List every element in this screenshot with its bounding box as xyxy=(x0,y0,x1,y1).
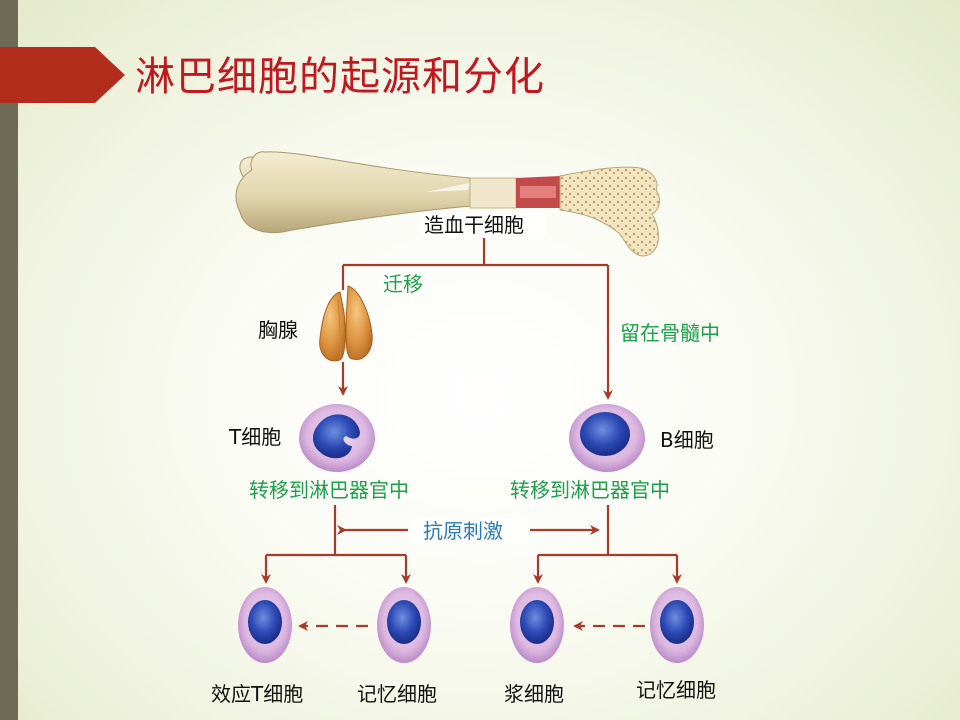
slide-sidebar-bar xyxy=(0,0,18,720)
stem-cell-label: 造血干细胞 xyxy=(424,213,524,237)
slide-title: 淋巴细胞的起源和分化 xyxy=(135,54,545,100)
t-cell-label: T细胞 xyxy=(229,427,281,447)
plasma-label: 浆细胞 xyxy=(504,682,564,706)
t-cell-suffix: 细胞 xyxy=(241,425,282,449)
stem-cell-label-bg xyxy=(420,212,546,238)
antigen-label: 抗原刺激 xyxy=(423,519,503,543)
memory-right-label: 记忆细胞 xyxy=(636,678,716,702)
t-cell-letter: T xyxy=(229,425,242,449)
b-cell-image xyxy=(569,404,645,472)
effector-t-cell-image xyxy=(238,587,292,663)
effector-suffix: 细胞 xyxy=(263,682,304,706)
b-cell-suffix: 细胞 xyxy=(673,428,714,452)
migrate-label: 迁移 xyxy=(383,272,423,296)
memory-left-label: 记忆细胞 xyxy=(357,682,437,706)
b-cell-label: B细胞 xyxy=(660,430,714,450)
memory-t-cell-image xyxy=(377,587,431,663)
antigen-label-bg xyxy=(412,518,526,544)
memory-b-cell-image xyxy=(650,587,704,663)
plasma-cell-image xyxy=(510,587,564,663)
thymus-illustration xyxy=(319,285,373,362)
bone-illustration xyxy=(235,151,660,257)
thymus-label: 胸腺 xyxy=(258,318,298,342)
transfer-left-label: 转移到淋巴器官中 xyxy=(249,478,409,502)
effector-prefix: 效应 xyxy=(211,682,251,706)
transfer-right-label: 转移到淋巴器官中 xyxy=(510,478,670,502)
b-cell-letter: B xyxy=(660,428,674,452)
title-banner-arrow xyxy=(0,47,125,103)
connector-arrows xyxy=(261,238,682,631)
effector-t-label: 效应T细胞 xyxy=(211,684,303,704)
effector-letter: T xyxy=(251,682,264,706)
stay-marrow-label: 留在骨髓中 xyxy=(620,321,720,345)
t-cell-image xyxy=(299,404,375,472)
